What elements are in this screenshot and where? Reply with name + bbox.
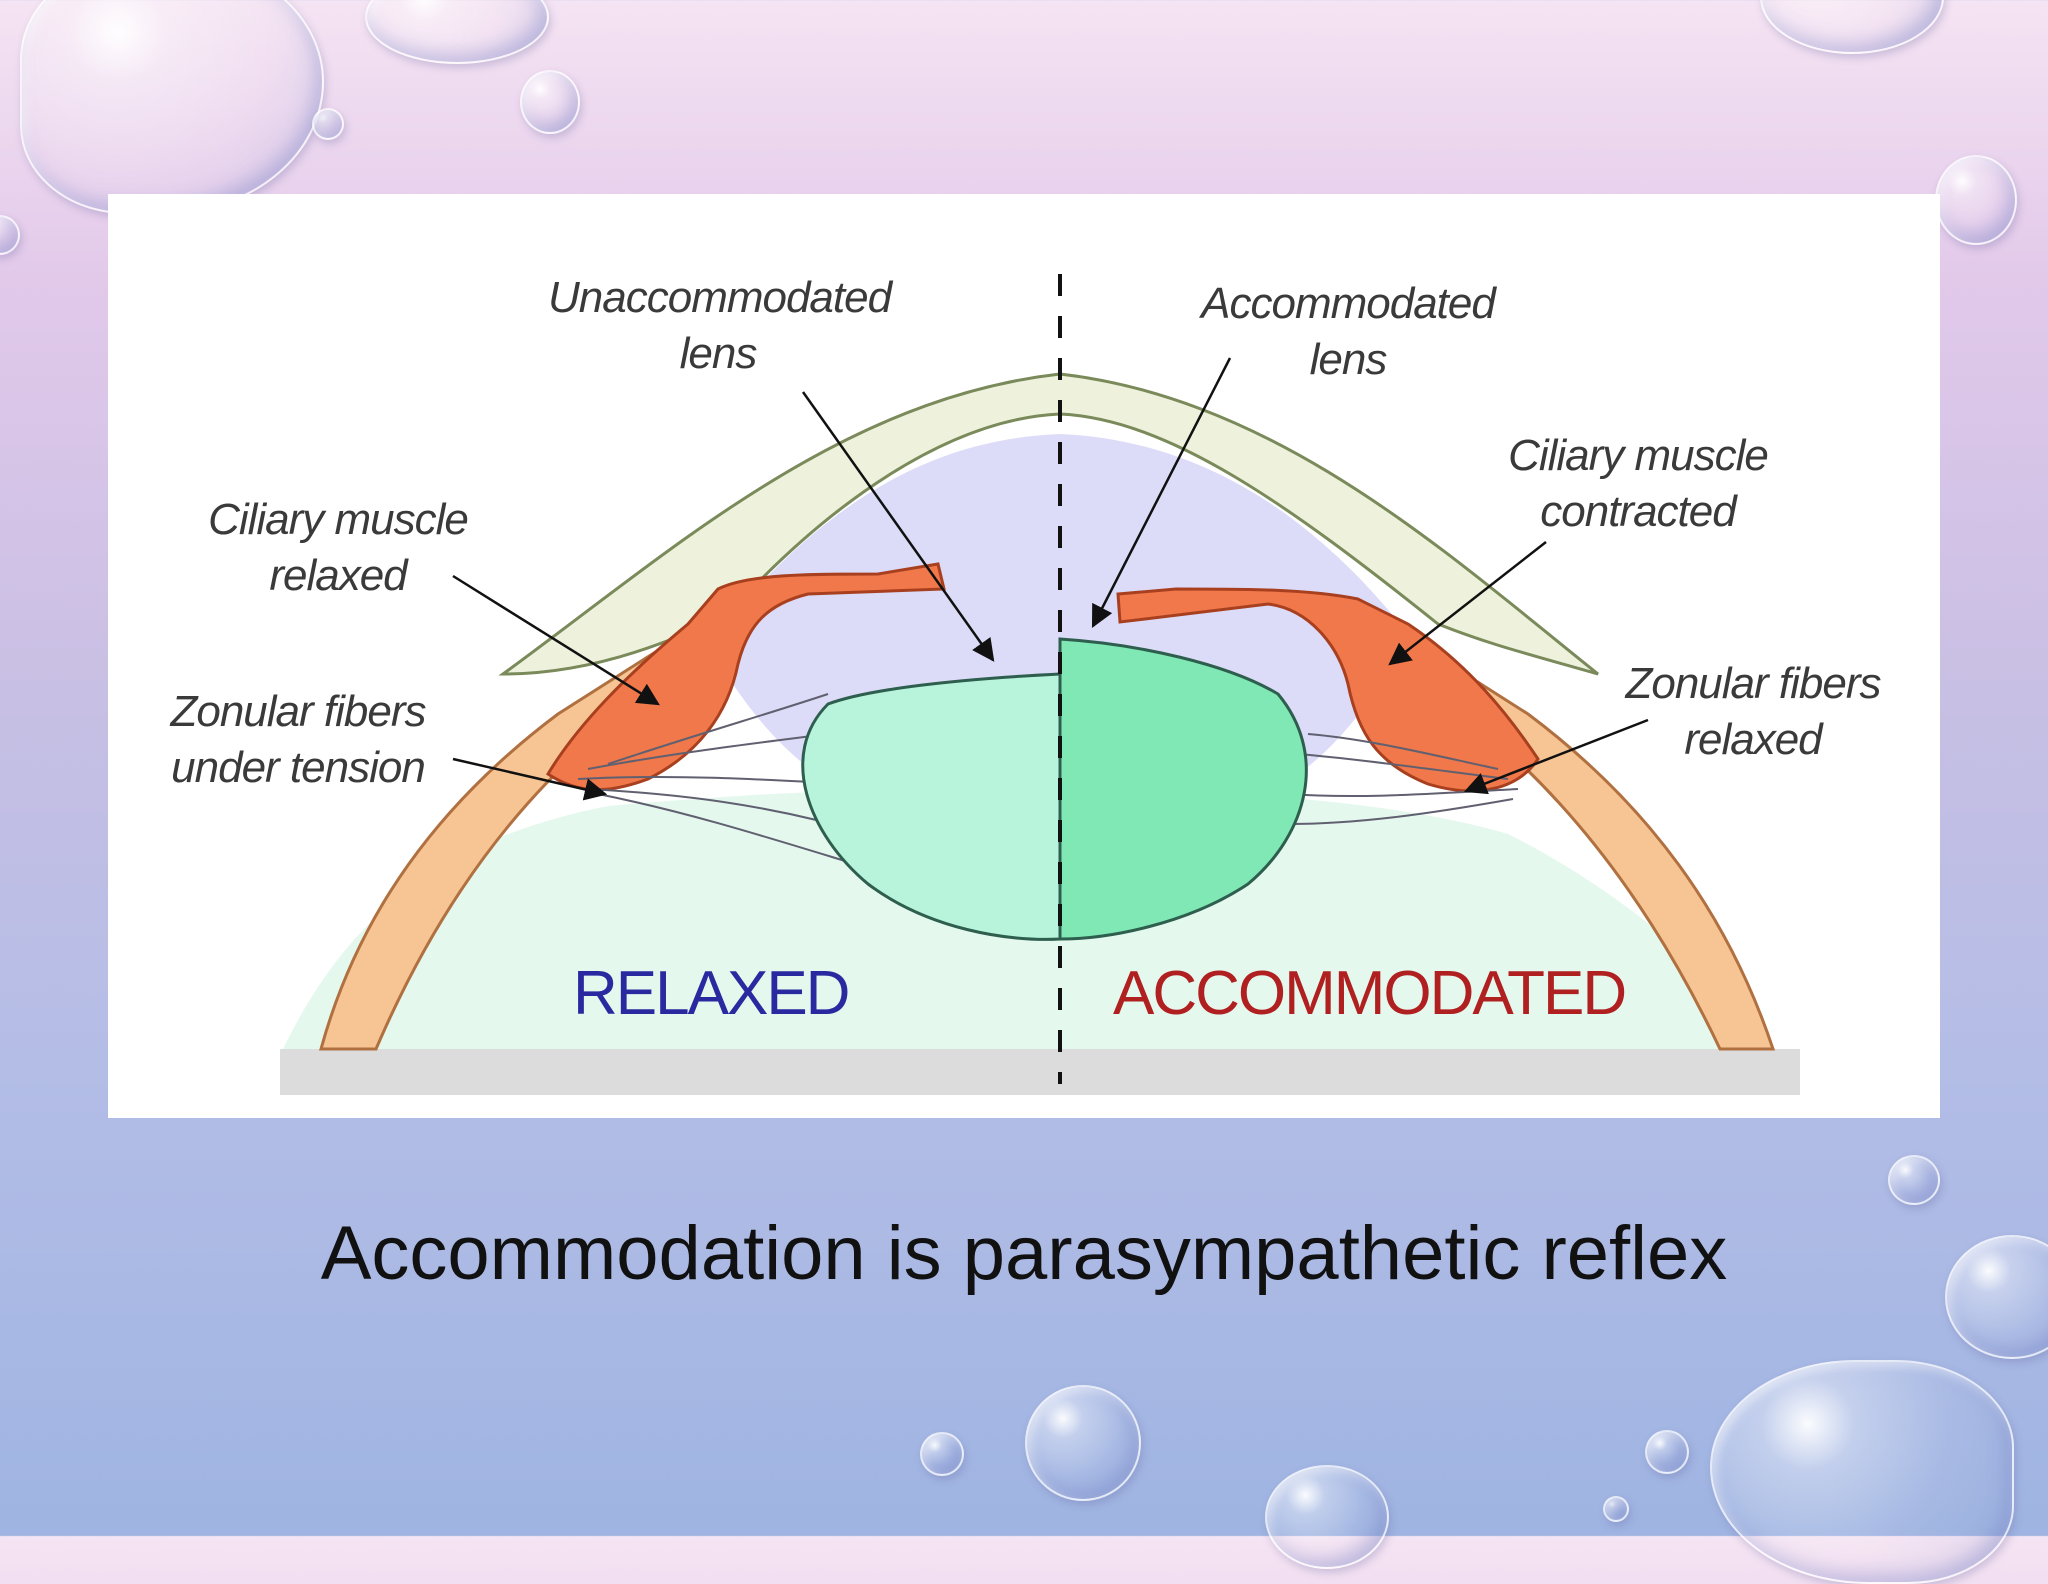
water-drop-decoration xyxy=(1710,1360,2014,1584)
water-drop-decoration xyxy=(20,0,324,214)
label-zonular-relaxed: Zonular fibers relaxed xyxy=(1603,656,1903,768)
label-line: relaxed xyxy=(1684,715,1822,764)
water-drop-decoration xyxy=(365,0,549,64)
label-zonular-tension: Zonular fibers under tension xyxy=(148,684,448,796)
eye-accommodation-diagram: Unaccommodated lens Accommodated lens Ci… xyxy=(108,194,1940,1118)
water-drop-decoration xyxy=(920,1432,964,1476)
label-unaccommodated-lens: Unaccommodated lens xyxy=(548,270,892,382)
water-drop-decoration xyxy=(1645,1430,1689,1474)
accommodated-state-label: ACCOMMODATED xyxy=(1113,959,1627,1028)
label-ciliary-relaxed: Ciliary muscle relaxed xyxy=(188,492,488,604)
relaxed-state-label: RELAXED xyxy=(573,959,850,1028)
water-drop-decoration xyxy=(1760,0,1944,54)
water-drop-decoration xyxy=(0,215,20,255)
label-line: Ciliary muscle xyxy=(1508,431,1769,480)
label-line: Accommodated xyxy=(1201,279,1496,328)
label-line: Zonular fibers xyxy=(170,687,426,736)
lens-relaxed xyxy=(801,672,1062,941)
label-accommodated-lens: Accommodated lens xyxy=(1188,276,1508,388)
label-line: contracted xyxy=(1540,487,1736,536)
label-line: Unaccommodated xyxy=(548,273,892,322)
cornea xyxy=(498,372,1599,676)
label-line: Zonular fibers xyxy=(1625,659,1881,708)
ciliary-muscle-relaxed xyxy=(545,562,946,792)
water-drop-decoration xyxy=(1935,155,2017,245)
water-drop-decoration xyxy=(1603,1496,1629,1522)
base-bar xyxy=(280,1049,1800,1095)
eye-cross-section xyxy=(280,274,1800,1095)
label-ciliary-contracted: Ciliary muscle contracted xyxy=(1478,428,1798,540)
label-line: under tension xyxy=(171,743,426,792)
water-drop-decoration xyxy=(1945,1235,2048,1359)
water-drop-decoration xyxy=(1888,1155,1940,1205)
slide-caption: Accommodation is parasympathetic reflex xyxy=(320,1211,1728,1296)
ciliary-muscle-contracted xyxy=(1116,587,1540,793)
water-drop-decoration xyxy=(1265,1465,1389,1569)
label-line: relaxed xyxy=(269,551,407,600)
water-drop-decoration xyxy=(1025,1385,1141,1501)
label-line: lens xyxy=(1309,335,1388,384)
lens-accommodated xyxy=(1058,637,1308,941)
water-drop-decoration xyxy=(520,70,580,134)
label-line: lens xyxy=(679,329,758,378)
label-line: Ciliary muscle xyxy=(208,495,469,544)
pointer-arrows xyxy=(452,357,1649,801)
water-drop-decoration xyxy=(312,108,344,140)
